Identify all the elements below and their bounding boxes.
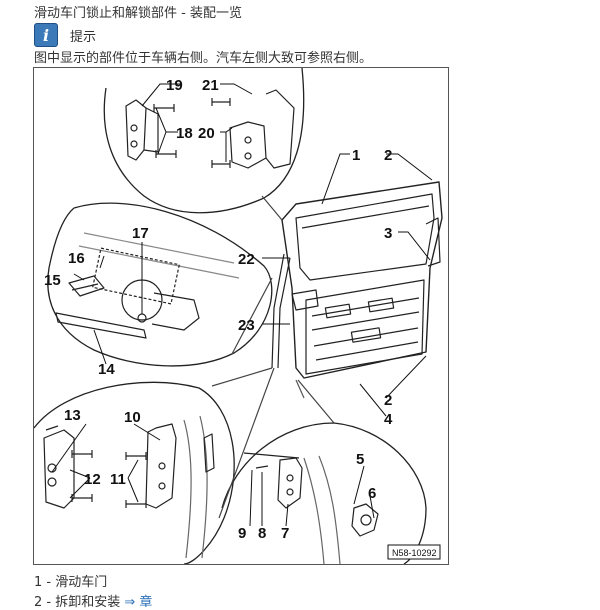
callout-14: 14 [98,361,115,378]
legend-item-2-link[interactable]: ⇒ 章 [124,595,153,610]
callout-23: 23 [238,317,255,334]
legend-item-2: 2 - 拆卸和安装 ⇒ 章 [34,591,152,610]
legend-item-2-num: 2 - [34,595,52,610]
callout-8: 8 [258,525,266,542]
legend-item-2-text: 拆卸和安装 [55,595,121,610]
callout-18: 18 [176,125,193,142]
callout-6: 6 [368,485,376,502]
legend-item-1: 1 - 滑动车门 [34,571,107,590]
info-icon: i [34,23,58,47]
callout-16: 16 [68,250,85,267]
callout-4: 4 [384,411,393,428]
callout-11: 11 [110,471,126,488]
callout-10: 10 [124,409,141,426]
exploded-view-figure: 1 2 2 3 4 5 6 7 8 9 10 11 12 13 14 15 16… [33,67,449,565]
callout-7: 7 [281,525,289,542]
callout-1: 1 [352,147,360,164]
figure-code-box [387,544,441,560]
callout-22: 22 [238,251,255,268]
callout-20: 20 [198,125,215,142]
callout-13: 13 [64,407,81,424]
callout-21: 21 [202,77,219,94]
callout-17: 17 [132,225,149,242]
callout-19: 19 [166,77,183,94]
hint-note: 图中显示的部件位于车辆右侧。汽车左侧大致可参照右侧。 [34,51,373,66]
hint-label: 提示 [70,29,97,45]
callout-15: 15 [44,272,61,289]
callout-3: 3 [384,225,392,242]
page-title: 滑动车门锁止和解锁部件 - 装配一览 [34,6,242,21]
callout-5: 5 [356,451,364,468]
hint-row: i 提示 [34,22,96,48]
diagram-svg: 1 2 2 3 4 5 6 7 8 9 10 11 12 13 14 15 16… [34,68,443,564]
callout-12: 12 [84,471,101,488]
callout-2-top: 2 [384,147,392,164]
callout-2-bottom: 2 [384,392,392,409]
legend-item-1-num: 1 - [34,575,52,590]
legend-item-1-text: 滑动车门 [55,575,108,590]
callout-9: 9 [238,525,246,542]
figure-code: N58-10292 [392,548,437,558]
